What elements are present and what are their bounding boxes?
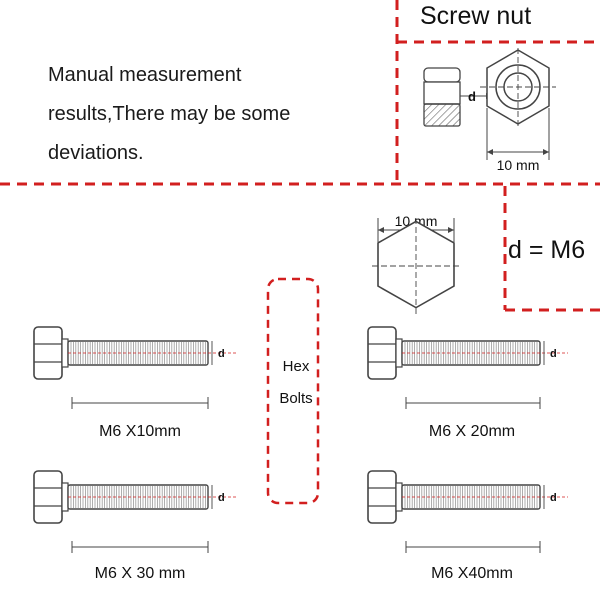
bolt-caption-3: M6 X 30 mm — [94, 565, 186, 582]
hex-bolt-2: d — [367, 326, 568, 409]
bolt-head — [33, 470, 63, 524]
nut-width-label: 10 mm — [497, 157, 540, 173]
note-line-1: Manual measurement — [48, 64, 242, 86]
hex-bolts-line-2: Bolts — [279, 390, 313, 407]
bolt-caption-4: M6 X40mm — [431, 565, 513, 582]
hex-bolt-3: d — [33, 470, 236, 553]
bolt-d-label: d — [550, 348, 557, 360]
bolt-caption-2: M6 X 20mm — [428, 423, 516, 440]
d-value-label: d = M6 — [508, 236, 586, 264]
note-line-3: deviations. — [48, 142, 144, 164]
hex-bolt-1: d — [33, 326, 236, 409]
bolt-d-label: d — [218, 492, 225, 504]
nut-side-view — [423, 67, 461, 127]
hex-head-diagram: 10 mm — [372, 213, 462, 316]
nut-d-label: d — [468, 89, 476, 104]
hex-bolts-box — [266, 277, 320, 505]
hex-bolts-line-1: Hex — [282, 358, 310, 375]
bolt-d-label: d — [218, 348, 225, 360]
nut-diagram: d 10 mm — [423, 48, 556, 173]
bolt-d-label: d — [550, 492, 557, 504]
note-line-2: results,There may be some — [48, 103, 291, 125]
bolt-head — [367, 470, 397, 524]
bolt-caption-1: M6 X10mm — [99, 423, 181, 440]
measurement-note: Manual measurement results,There may be … — [48, 56, 378, 173]
bolt-head — [33, 326, 63, 380]
bolt-head — [367, 326, 397, 380]
screw-nut-title: Screw nut — [420, 2, 532, 30]
hex-bolt-4: d — [367, 470, 568, 553]
